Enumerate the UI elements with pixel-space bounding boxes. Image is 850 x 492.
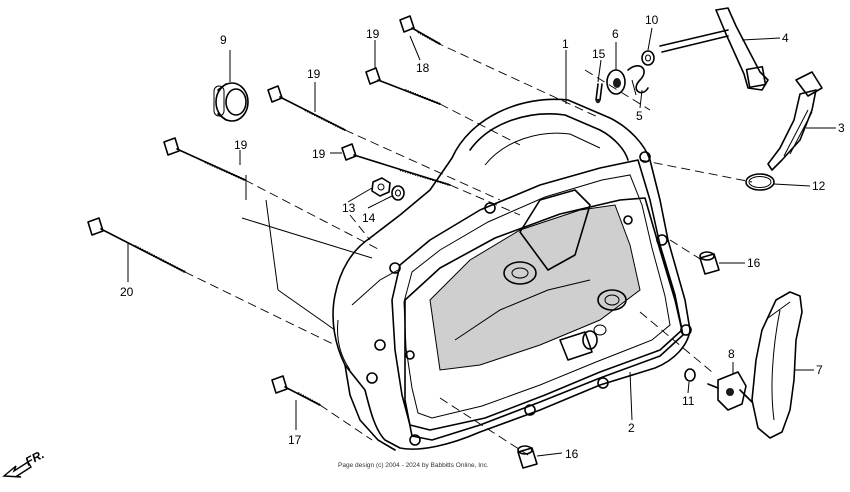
oil-seal-9	[213, 82, 249, 122]
bolt-19-long	[163, 137, 246, 182]
front-direction-indicator: FR.	[2, 447, 46, 478]
callout-15: 15	[592, 47, 606, 61]
cover-gasket	[404, 197, 684, 441]
bolt-20	[87, 217, 186, 273]
callout-8: 8	[728, 347, 735, 361]
callout-labels: 9 19 18 19 19 19 20 17 13 14 1 15 6 10 5…	[120, 13, 845, 461]
dowel-16-upper	[699, 251, 720, 275]
nut-13	[371, 177, 391, 197]
callout-17: 17	[288, 433, 302, 447]
callout-11: 11	[682, 394, 695, 408]
callout-6: 6	[612, 27, 619, 41]
callout-19-upper-left: 19	[307, 67, 321, 81]
dipstick-3	[767, 71, 823, 171]
lever-4	[659, 7, 769, 91]
callout-10: 10	[645, 13, 659, 27]
washer-10	[641, 50, 655, 66]
bolt-19-upper-left	[267, 85, 346, 131]
callout-12: 12	[812, 179, 826, 193]
callout-16-upper: 16	[747, 256, 761, 270]
callout-13: 13	[342, 201, 356, 215]
pin-15	[595, 83, 603, 104]
callout-5: 5	[636, 109, 643, 123]
leader-lines	[127, 27, 836, 457]
callout-16-lower: 16	[565, 447, 579, 461]
bolt-19-middle	[341, 143, 451, 187]
callout-20: 20	[120, 285, 134, 299]
callout-4: 4	[782, 31, 789, 45]
callout-19-long: 19	[234, 138, 248, 152]
callout-3: 3	[838, 121, 845, 135]
callout-9: 9	[220, 33, 227, 47]
collar-6	[606, 69, 626, 95]
washer-14	[391, 185, 405, 201]
callout-1: 1	[562, 37, 569, 51]
callout-19-top: 19	[366, 27, 380, 41]
spring-5	[627, 65, 649, 96]
dowel-16-lower	[517, 445, 538, 469]
guide-7	[751, 291, 803, 439]
washer-11	[684, 368, 696, 382]
bolt-18	[399, 15, 441, 45]
o-ring-12	[745, 173, 775, 191]
alignment-lines	[184, 41, 753, 456]
callout-18: 18	[416, 61, 430, 75]
sensor-8	[707, 371, 753, 411]
callout-7: 7	[816, 363, 823, 377]
front-arrow-icon	[2, 461, 32, 478]
callout-14: 14	[362, 211, 376, 225]
copyright-notice: Page design (c) 2004 - 2024 by Babbitts …	[338, 462, 489, 469]
right-crankcase-cover	[332, 98, 692, 451]
callout-2: 2	[628, 421, 635, 435]
bolt-19-top	[365, 67, 441, 106]
bolt-17	[271, 375, 321, 406]
callout-19-middle: 19	[312, 147, 326, 161]
